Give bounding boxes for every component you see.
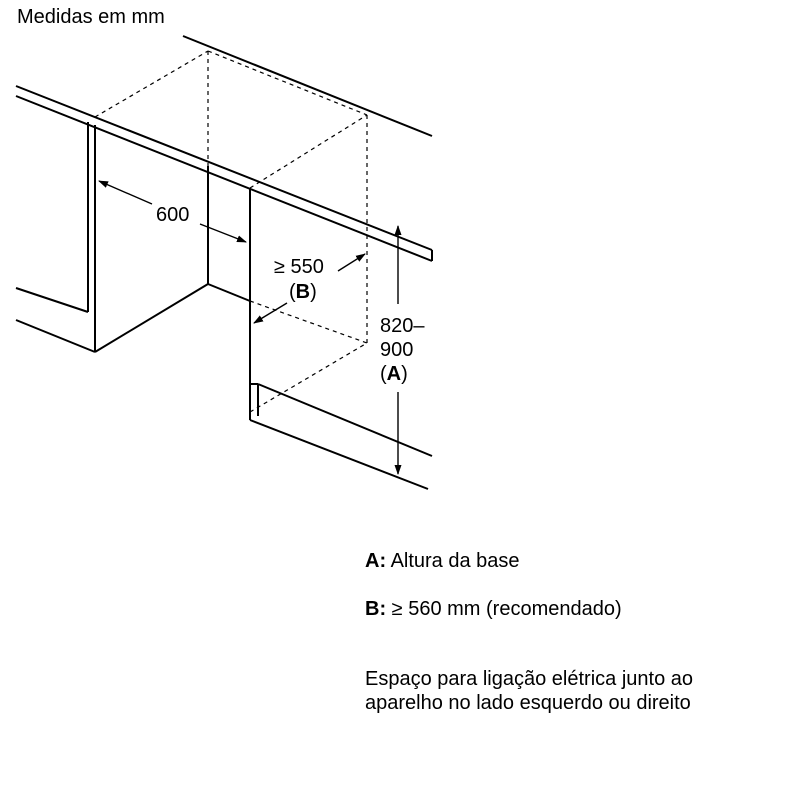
- countertop: [15, 35, 433, 262]
- niche-outline: [94, 50, 368, 413]
- depth-dimension: ≥ 550 (B): [253, 253, 366, 324]
- legend-b-key: B:: [365, 598, 387, 620]
- height-label-line2: 900: [380, 339, 413, 361]
- width-label: 600: [156, 204, 189, 226]
- height-ref: (A): [380, 363, 408, 385]
- legend-a-key: A:: [365, 550, 387, 572]
- right-cabinet: [249, 188, 433, 490]
- depth-label: ≥ 550: [274, 256, 324, 278]
- legend-a: A: Altura da base: [365, 549, 520, 573]
- width-dimension: 600: [98, 180, 247, 243]
- legend-b: B: ≥ 560 mm (recomendado): [365, 597, 622, 621]
- left-cabinet: [15, 122, 251, 353]
- units-caption: Medidas em mm: [17, 6, 165, 28]
- legend-a-text: Altura da base: [386, 550, 520, 572]
- depth-ref: (B): [289, 281, 317, 303]
- height-label-line1: 820–: [380, 315, 425, 337]
- height-dimension: 820– 900 (A): [380, 225, 425, 475]
- note-line-1: Espaço para ligação elétrica junto ao: [365, 668, 693, 690]
- legend-b-text: ≥ 560 mm (recomendado): [386, 598, 622, 620]
- note-line-2: aparelho no lado esquerdo ou direito: [365, 692, 691, 714]
